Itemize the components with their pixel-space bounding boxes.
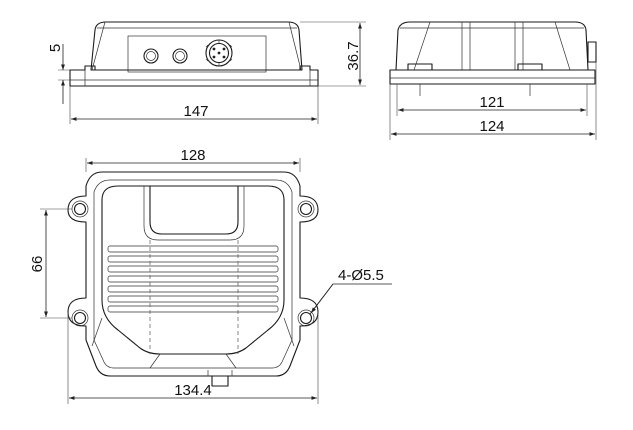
dim-side-height: 36.7	[345, 41, 362, 70]
top-view: 128 66 134.4 4-Ø5.5	[29, 147, 392, 404]
vent-ribs	[107, 245, 279, 313]
side-view: 36.7 5 147	[47, 21, 366, 124]
led-indicator-right	[172, 48, 188, 64]
mounting-hole-tr	[297, 200, 315, 218]
mounting-hole-bl	[71, 309, 89, 327]
mounting-hole-tl	[71, 200, 89, 218]
end-view: 121 124	[389, 21, 597, 140]
mounting-hole-br	[297, 309, 315, 327]
led-indicator-left	[143, 48, 159, 64]
dim-foot-height: 5	[47, 44, 64, 52]
dim-top-height: 66	[29, 256, 46, 273]
dim-top-width: 128	[180, 147, 205, 164]
dim-end-outer: 124	[479, 118, 504, 135]
hole-callout: 4-Ø5.5	[338, 267, 384, 284]
dim-end-inner: 121	[479, 94, 504, 111]
m12-connector-icon	[205, 39, 233, 67]
dim-side-width: 147	[183, 103, 208, 120]
dim-bottom-width: 134.4	[174, 382, 212, 399]
